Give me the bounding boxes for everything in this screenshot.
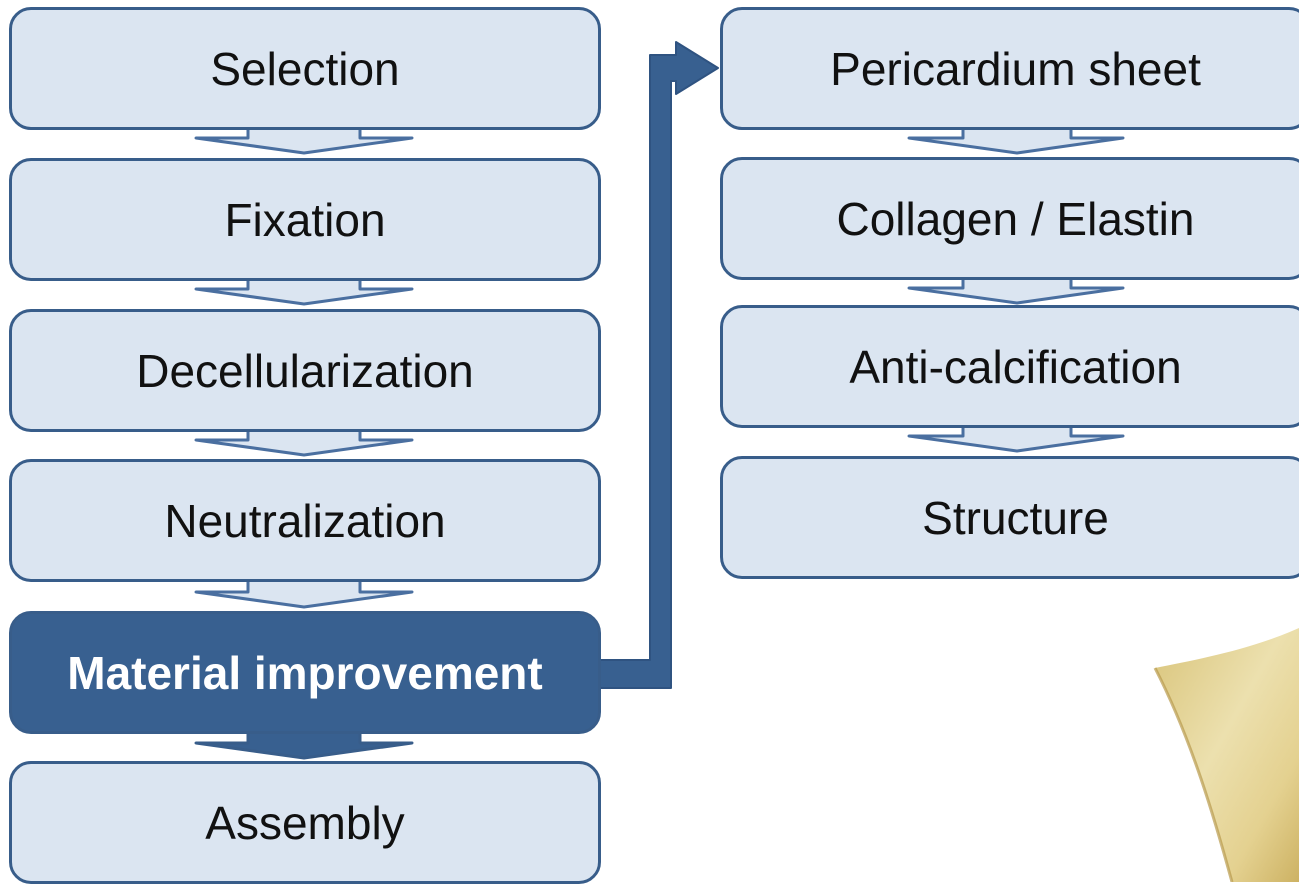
step-pericardium-sheet: Pericardium sheet xyxy=(720,7,1299,130)
step-anti-calcification-label: Anti-calcification xyxy=(849,340,1182,393)
down-arrow-anticalcification-structure xyxy=(907,423,1125,453)
down-arrow-material-assembly xyxy=(194,729,414,760)
step-neutralization-label: Neutralization xyxy=(164,494,446,547)
step-neutralization: Neutralization xyxy=(9,459,601,582)
step-material-improvement-label: Material improvement xyxy=(67,646,543,699)
step-material-improvement: Material improvement xyxy=(9,611,601,734)
down-arrow-selection-fixation xyxy=(194,125,414,155)
down-arrow-decellularization-neutralization xyxy=(194,427,414,457)
step-assembly: Assembly xyxy=(9,761,601,884)
step-fixation-label: Fixation xyxy=(224,193,386,246)
elbow-arrow-material-to-pericardium xyxy=(599,41,719,689)
step-collagen-elastin-label: Collagen / Elastin xyxy=(836,192,1195,245)
step-collagen-elastin: Collagen / Elastin xyxy=(720,157,1299,280)
step-structure-label: Structure xyxy=(922,491,1109,544)
down-arrow-fixation-decellularization xyxy=(194,276,414,306)
down-arrow-pericardium-collagen xyxy=(907,125,1125,155)
step-selection: Selection xyxy=(9,7,601,130)
step-anti-calcification: Anti-calcification xyxy=(720,305,1299,428)
step-decellularization: Decellularization xyxy=(9,309,601,432)
down-arrow-collagen-anticalcification xyxy=(907,275,1125,305)
step-pericardium-sheet-label: Pericardium sheet xyxy=(830,42,1201,95)
step-assembly-label: Assembly xyxy=(205,796,405,849)
step-fixation: Fixation xyxy=(9,158,601,281)
down-arrow-neutralization-material xyxy=(194,577,414,609)
step-structure: Structure xyxy=(720,456,1299,579)
step-selection-label: Selection xyxy=(210,42,400,95)
step-decellularization-label: Decellularization xyxy=(136,344,474,397)
